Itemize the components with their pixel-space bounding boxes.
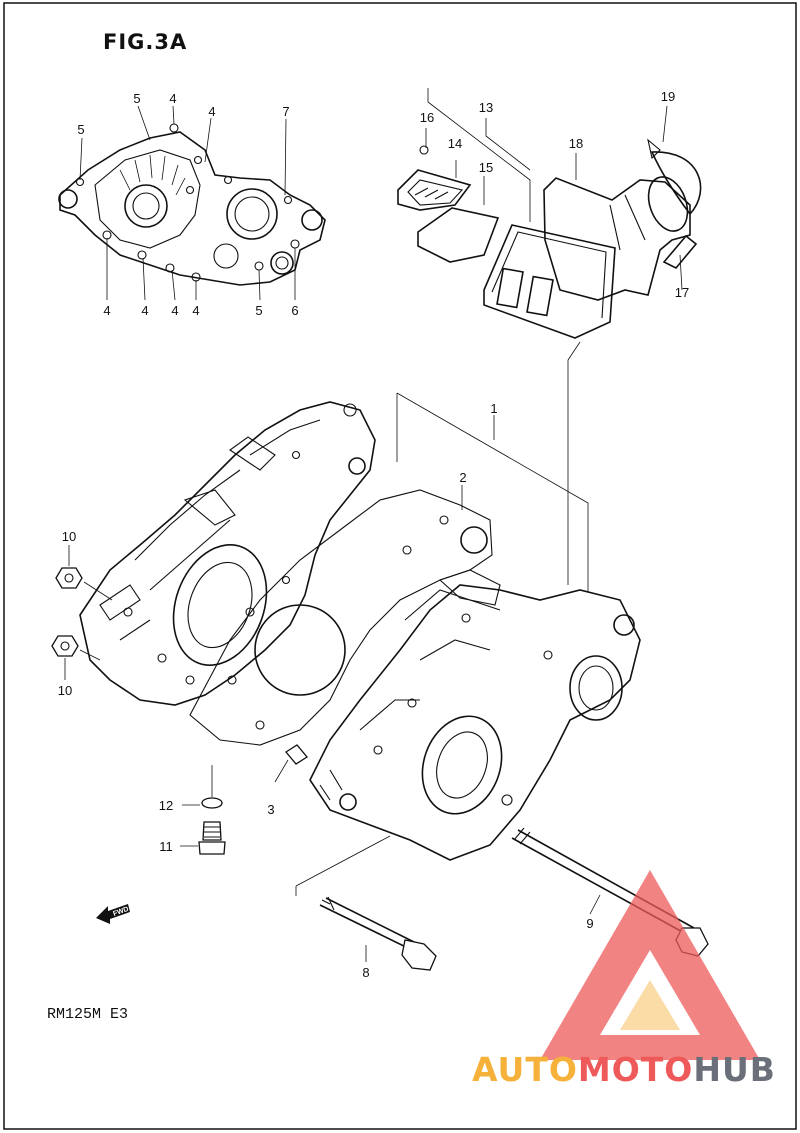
callout-6: 6: [291, 303, 298, 318]
callout-4-bottom-3: 4: [171, 303, 178, 318]
intake-reed-valve-assembly: [397, 88, 702, 339]
crankcase-bolt-8: [295, 835, 437, 971]
callout-3: 3: [267, 802, 274, 817]
callout-14: 14: [448, 136, 462, 151]
callout-10-upper: 10: [62, 529, 76, 544]
callout-4-bottom-1: 4: [103, 303, 110, 318]
forward-direction-arrow: [96, 904, 130, 924]
right-crankcase-half: [309, 569, 641, 861]
callout-1: 1: [490, 401, 497, 416]
callout-5-left: 5: [77, 122, 84, 137]
drain-bolt: [180, 821, 226, 855]
brand-part-moto: MOTO: [577, 1050, 694, 1089]
callout-13: 13: [479, 100, 493, 115]
crankcase-gasket: [189, 485, 493, 746]
leader-bracket-1: [396, 341, 589, 592]
callout-10-lower: 10: [58, 683, 72, 698]
page-border: [3, 2, 797, 1130]
figure-title: FIG.3A: [103, 30, 188, 54]
crankcase-side-view: [58, 105, 326, 301]
callout-5-top: 5: [133, 91, 140, 106]
nut-lower: [51, 635, 101, 680]
model-code: RM125M E3: [47, 1006, 129, 1023]
callout-labels: 1 2 3 4 4 4 4 4 4 5 5 5 6 7 8 9 10 10 11…: [58, 89, 689, 980]
watermark-brand-text: AUTOMOTOHUB: [472, 1050, 776, 1089]
callout-7: 7: [282, 104, 289, 119]
nut-upper: [55, 545, 113, 601]
callout-4-top-right: 4: [208, 104, 215, 119]
callout-8: 8: [362, 965, 369, 980]
callout-12: 12: [159, 798, 173, 813]
callout-18: 18: [569, 136, 583, 151]
callout-19: 19: [661, 89, 675, 104]
brand-part-auto: AUTO: [472, 1050, 578, 1089]
callout-2: 2: [459, 470, 466, 485]
callout-4-top: 4: [169, 91, 176, 106]
washer: [182, 765, 223, 809]
left-crankcase-half: [79, 401, 376, 706]
callout-4-bottom-4: 4: [192, 303, 199, 318]
fwd-label: FWD: [112, 906, 129, 918]
watermark-logo-triangle: [540, 870, 760, 1060]
callout-16: 16: [420, 110, 434, 125]
callout-17: 17: [675, 285, 689, 300]
brand-part-hub: HUB: [693, 1050, 776, 1089]
callout-9: 9: [586, 916, 593, 931]
dowel-pin: [274, 744, 308, 783]
callout-11: 11: [159, 839, 173, 854]
callout-15: 15: [479, 160, 493, 175]
callout-5-bottom: 5: [255, 303, 262, 318]
callout-4-bottom-2: 4: [141, 303, 148, 318]
